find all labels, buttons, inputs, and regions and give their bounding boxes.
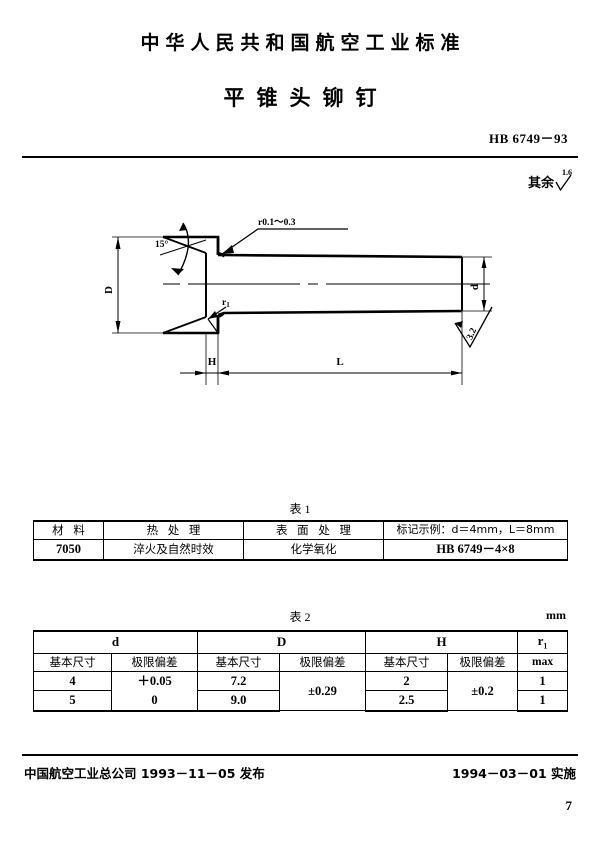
table-row: 5 0 9.0 2.5 1 [33,690,569,712]
table2-subheader-D-nominal: 基本尺寸 [197,652,281,673]
table2-cell-D-nominal-1: 7.2 [197,670,281,692]
roughness-checkmark-icon: 1.6 [555,168,572,192]
label-shank-length: L [336,356,343,368]
table-material-treatment: 材 料 热 处 理 表 面 处 理 标记示例：d＝4mm，L＝8mm 7050 … [33,520,568,561]
table2-group-r1: r1 [517,629,569,654]
standard-number: HB 6749－93 [488,131,568,146]
table1-cell-material: 7050 [33,539,104,561]
table1-cell-surface-treatment: 化学氧化 [243,539,384,561]
label-head-angle: 15° [155,239,169,250]
table2-group-D: D [197,629,367,654]
table2-cell-H-nominal-1: 2 [365,670,449,692]
label-shank-diameter: d [469,284,481,290]
table2-subheader-r1-max: max [517,652,569,673]
table1-caption: 表 1 [289,502,311,516]
label-fillet-radius: r1 [222,298,230,309]
table2-subheader-d-nominal: 基本尺寸 [33,652,112,673]
table2-subheader-D-tolerance: 极限偏差 [279,652,367,673]
table1-header-material: 材 料 [33,520,104,541]
page-number: 7 [565,798,573,813]
table2-subheader-d-tolerance: 极限偏差 [110,652,199,673]
table2-unit-label: mm [546,608,566,622]
table1-header-row: 材 料 热 处 理 表 面 处 理 标记示例：d＝4mm，L＝8mm [33,520,568,541]
table2-cell-H-tolerance: ±0.2 [447,670,519,712]
table-row: 4 ＋0.05 7.2 ±0.29 2 ±0.2 1 [33,670,569,712]
footer-issuer: 中国航空工业总公司 1993－11－05 发布 [24,766,265,781]
standard-title: 中华人民共和国航空工业标准 [140,32,466,54]
label-head-diameter: D [103,286,115,294]
table2-caption: 表 2 [289,610,311,624]
label-shank-roughness: 3.2 [465,327,479,342]
table1-cell-marking-example: HB 6749－4×8 [383,539,568,561]
table2-sub-header-row: 基本尺寸 极限偏差 基本尺寸 极限偏差 基本尺寸 极限偏差 max [33,652,569,673]
table2-subheader-H-nominal: 基本尺寸 [365,652,449,673]
table2-subheader-H-tolerance: 极限偏差 [447,652,519,673]
table2-cell-D-tolerance: ±0.29 [279,670,367,712]
table1-cell-heat-treatment: 淬火及自然时效 [103,539,244,561]
footer-divider-rule [22,754,578,756]
table2-group-d: d [32,629,199,654]
surface-finish-note: 其余 1.6 [527,168,572,192]
surface-finish-label: 其余 [527,176,554,191]
table2-cell-r1-max-1: 1 [517,670,569,692]
table2-cell-d-tolerance-lower: 0 [110,690,199,712]
roughness-value: 1.6 [562,168,572,177]
table-dimensions: d D H r1 基本尺寸 极限偏差 基本尺寸 极限偏差 基本尺寸 极限偏差 m… [32,629,569,712]
table2-cell-D-nominal-2: 9.0 [197,690,281,712]
table2-cell-d-nominal-2: 5 [33,690,112,712]
header-divider-rule [22,156,578,158]
table1-header-surface-treatment: 表 面 处 理 [243,520,384,541]
table2-group-header-row: d D H r1 [32,629,569,654]
rivet-technical-drawing: D d H L 15° r0.1～0.3 r1 3.2 [0,195,600,400]
footer-effective-date: 1994－03－01 实施 [452,766,576,781]
table1-data-row: 7050 淬火及自然时效 化学氧化 HB 6749－4×8 [33,539,568,561]
table2-cell-d-nominal-1: 4 [33,670,112,692]
table1-header-marking-example: 标记示例：d＝4mm，L＝8mm [383,520,568,541]
part-title: 平锥头铆钉 [223,86,389,110]
table2-cell-r1-max-2: 1 [517,690,569,712]
table2-cell-d-tolerance-upper: ＋0.05 [110,670,199,691]
label-head-height: H [208,356,217,368]
table2-cell-H-nominal-2: 2.5 [365,690,449,712]
label-edge-radius: r0.1～0.3 [258,218,296,228]
table1-header-heat-treatment: 热 处 理 [103,520,244,541]
table2-group-H: H [365,629,519,654]
